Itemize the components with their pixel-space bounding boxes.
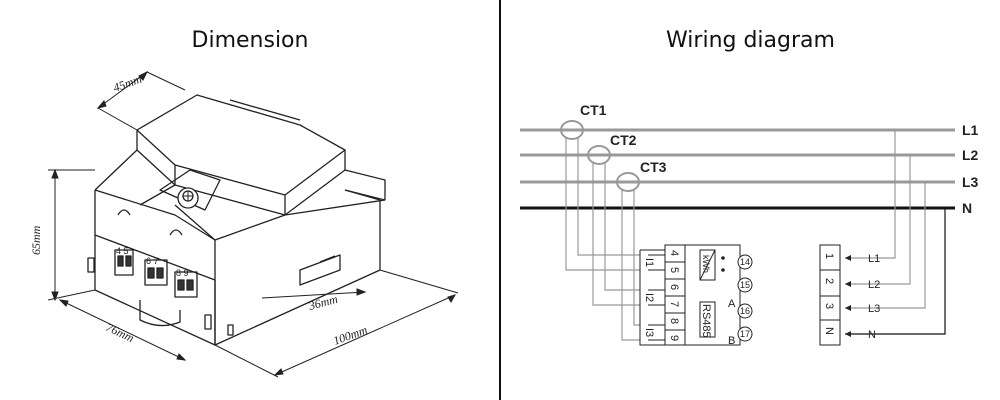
input-label-l3: L3 [868, 303, 880, 315]
ct3-icon [616, 172, 640, 192]
right-terminal-3: 3 [823, 303, 835, 309]
dimension-title: Dimension [191, 28, 309, 53]
ct2-label: CT2 [610, 132, 637, 148]
dim-label-76mm: 76mm [104, 320, 137, 345]
dim-label-65mm: 65mm [29, 225, 43, 255]
input-label-l2: L2 [868, 279, 880, 291]
line-label-l2: L2 [962, 147, 979, 163]
current-label-i1: I1 [643, 258, 655, 267]
ct3-label: CT3 [640, 159, 667, 175]
wiring-title: Wiring diagram [666, 28, 835, 53]
input-label-l1: L1 [868, 253, 880, 265]
terminal-label-45: 4 5 [116, 246, 129, 256]
dim-label-45mm: 45mm [111, 72, 144, 95]
comm-terminal-14: 14 [740, 257, 750, 267]
ct1-label: CT1 [580, 102, 607, 118]
rs485-label: RS485 [700, 304, 712, 338]
dim-label-100mm: 100mm [331, 322, 369, 347]
line-label-l1: L1 [962, 122, 979, 138]
panel-divider [499, 0, 501, 400]
left-terminal-7: 7 [668, 301, 680, 307]
comm-terminal-16: 16 [740, 306, 750, 316]
left-terminal-9: 9 [668, 335, 680, 341]
left-terminal-5: 5 [668, 267, 680, 273]
comm-terminal-15: 15 [740, 280, 750, 290]
comm-pin-b: B [728, 335, 735, 347]
comm-terminal-17: 17 [740, 329, 750, 339]
meter-symbol-label: kWh [701, 255, 711, 273]
left-terminal-4: 4 [668, 250, 680, 256]
terminal-label-89: 8 9 [176, 268, 189, 278]
right-terminal-n: N [823, 327, 835, 335]
dimension-drawing: 45mm 65mm 76mm 36mm 100mm 4 5 6 7 8 9 [29, 70, 459, 378]
right-terminal-1: 1 [823, 253, 835, 259]
left-terminal-8: 8 [668, 318, 680, 324]
comm-pin-a: A [728, 298, 736, 310]
ct2-icon [587, 145, 611, 165]
current-label-i3: I3 [643, 328, 655, 337]
input-label-n: N [868, 329, 876, 341]
terminal-label-67: 6 7 [146, 256, 159, 266]
left-terminal-6: 6 [668, 284, 680, 290]
line-label-l3: L3 [962, 174, 979, 190]
right-terminal-2: 2 [823, 278, 835, 284]
ct1-icon [560, 120, 584, 140]
dimension-panel: Dimension [29, 28, 459, 378]
wiring-panel: Wiring diagram L1 L2 L3 N CT1 CT2 CT3 [501, 0, 1000, 400]
wiring-drawing: L1 L2 L3 N CT1 CT2 CT3 [520, 102, 979, 347]
current-label-i2: I2 [643, 293, 655, 302]
line-label-n: N [962, 200, 972, 216]
